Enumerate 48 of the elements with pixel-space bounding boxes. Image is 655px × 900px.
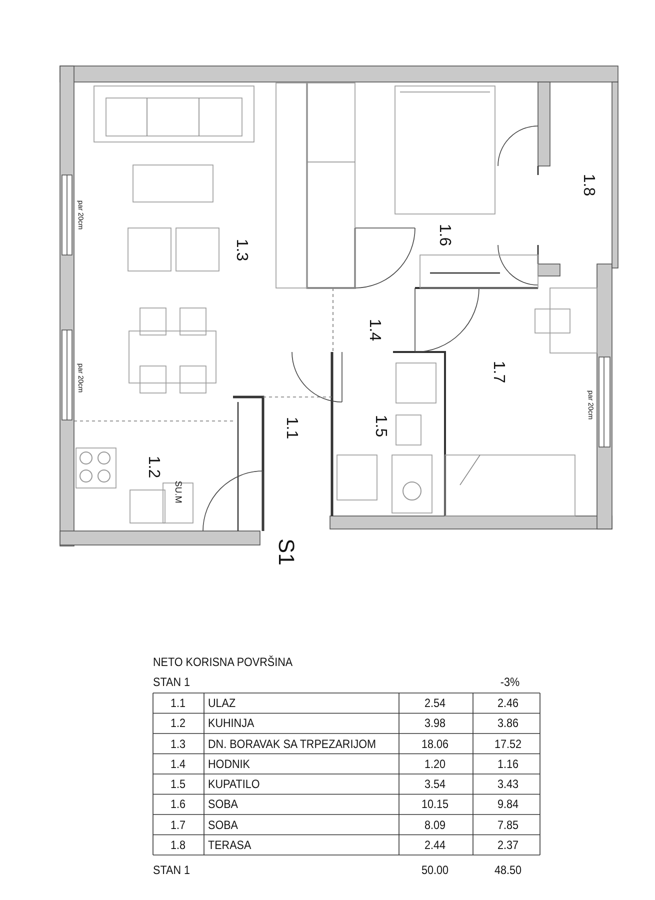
- room-name: ULAZ: [208, 697, 236, 710]
- room-number: 1.6: [170, 798, 186, 810]
- area-value: 8.09: [424, 818, 446, 831]
- area-value: 1.20: [424, 758, 446, 770]
- apartment-label: S1: [275, 538, 297, 566]
- area-value: 2.54: [424, 697, 446, 710]
- appliance-label: SU.M: [174, 480, 182, 504]
- room-number: 1.8: [170, 838, 186, 851]
- room-number: 1.7: [170, 818, 186, 831]
- table-heading: NETO KORISNA POVRŠINA: [153, 656, 293, 668]
- room-number: 1.4: [170, 758, 186, 770]
- room-number: 1.6: [436, 224, 452, 246]
- area-value: 17.52: [494, 738, 522, 750]
- area-value: 3.86: [498, 717, 518, 730]
- total-value: 48.50: [494, 864, 522, 876]
- room-number: 1.1: [170, 697, 186, 710]
- area-value: 2.37: [498, 838, 518, 851]
- room-number: 1.2: [170, 717, 186, 730]
- room-name: SOBA: [208, 818, 238, 831]
- room-name: KUPATILO: [208, 778, 260, 790]
- percentage-label: -3%: [500, 676, 520, 688]
- area-value: 3.54: [424, 778, 446, 790]
- area-value: 3.98: [424, 717, 446, 730]
- room-number: 1.5: [372, 414, 388, 438]
- room-number: 1.8: [580, 174, 596, 196]
- area-value: 9.84: [498, 798, 518, 810]
- area-value: 3.43: [498, 778, 518, 790]
- apartment-label: STAN 1: [153, 676, 190, 688]
- area-value: 2.44: [424, 838, 446, 851]
- room-number: 1.7: [490, 360, 506, 384]
- area-value: 10.15: [421, 798, 449, 810]
- area-value: 1.16: [498, 758, 518, 770]
- room-number: 1.5: [170, 778, 186, 790]
- room-number: 1.2: [145, 456, 161, 478]
- room-number: 1.4: [366, 318, 382, 342]
- room-number: 1.3: [170, 738, 186, 750]
- room-name: DN. BORAVAK SA TRPEZARIJOM: [208, 738, 376, 750]
- total-value: 50.00: [421, 864, 449, 876]
- total-label: STAN 1: [153, 864, 190, 876]
- room-name: KUHINJA: [208, 717, 254, 730]
- room-name: HODNIK: [208, 758, 250, 770]
- area-value: 18.06: [421, 738, 449, 750]
- area-value: 7.85: [498, 818, 518, 831]
- room-name: TERASA: [208, 838, 252, 851]
- room-number: 1.1: [283, 416, 299, 440]
- room-number: 1.3: [233, 238, 249, 262]
- room-name: SOBA: [208, 798, 238, 810]
- area-value: 2.46: [498, 697, 518, 710]
